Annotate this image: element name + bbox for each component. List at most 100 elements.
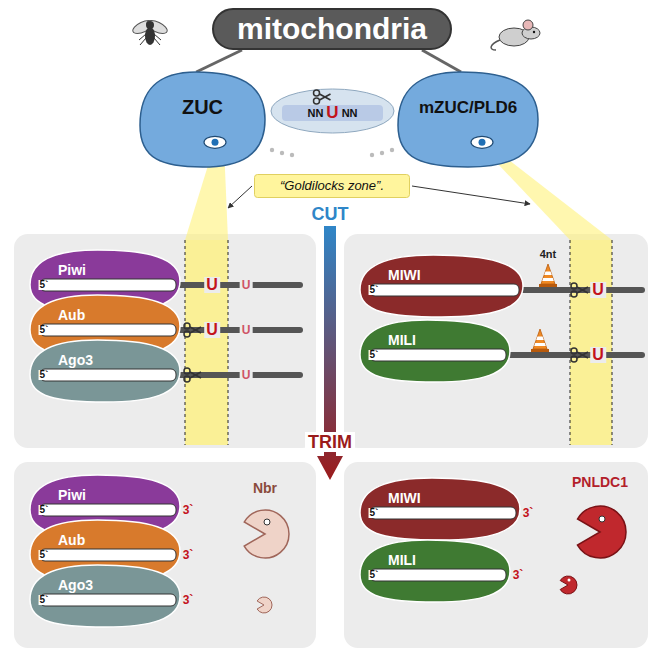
eye-iris [212,139,219,146]
rna-strand [40,369,176,381]
node-outline [360,255,523,317]
rna-strand [40,504,176,516]
node-text: NN [307,107,323,120]
node-outline [30,340,180,402]
node-text: Aub [58,307,85,323]
node-text: Piwi [58,487,86,503]
protein-shape [30,340,180,402]
node-text: NN [342,107,358,120]
protein-shape [360,255,523,317]
step-label: CUT [308,204,353,224]
enzyme-eye [599,516,605,522]
node-text: U [326,103,338,123]
end-label: 3` [523,507,534,519]
end-label: 3` [183,594,194,606]
node-text: PNLDC1 [572,474,628,490]
leader-arrow [412,186,530,204]
protein-shape [360,478,520,540]
protein-shape [360,540,510,602]
enzyme-eye [568,579,571,582]
piwi-protein: Ago3 [30,340,180,402]
zone-border [185,240,612,445]
rna-strand [370,284,519,296]
rna-strand [40,279,176,291]
scissors-icon [314,90,331,104]
end-label: 5` [39,370,50,380]
pacman-shape [577,506,626,558]
nucleotide-label: U [240,369,253,381]
nucleotide-label: U [240,279,253,291]
node-text: MIWI [388,490,421,506]
node-text: Ago3 [58,352,93,368]
end-label: 5` [39,550,50,560]
nucleotide-label: U [204,322,220,338]
rna-strand [370,507,516,519]
nbr-fragment [257,597,272,613]
piwi-protein: MIWI [360,255,523,317]
fly-legs [139,34,161,45]
mouse-eye [533,31,535,33]
panel [344,234,648,448]
rna-strand [370,569,506,581]
end-label: 5` [39,505,50,515]
node-text: mitochondria [237,12,427,47]
blob-shape [140,72,265,167]
ellipse-shape [271,89,394,133]
node-outline [140,72,265,167]
panel [14,234,316,448]
node-text: Piwi [58,262,86,278]
trimmer-enzyme: Nbr [226,476,304,566]
nucleotide-label: U [590,282,606,298]
zone-label-box: “Goldilocks zone”. [254,174,410,198]
end-label: 5` [369,570,380,580]
eye-icon [471,136,493,148]
nucleotide-label: U [590,347,606,363]
eye-iris [479,139,486,146]
node-outline [360,540,510,602]
panel [14,462,316,648]
piwi-protein: MILI [360,320,510,382]
end-label: 3` [183,549,194,561]
piwi-protein: MIWI [360,478,520,540]
end-label: 5` [39,280,50,290]
rna-strand [40,594,176,606]
mouse-icon [491,20,540,50]
panel [344,462,648,648]
pacman-shape [244,510,289,558]
protein-shape [30,565,180,627]
nucleotide-label: U [204,277,220,293]
piwi-protein: Ago3 [30,565,180,627]
end-label: 3` [183,504,194,516]
pill-shape [213,9,451,49]
end-label: 5` [369,285,380,295]
mouse-ear [523,20,533,30]
zone-band [570,240,612,445]
step-label: TRIM [305,432,355,452]
piwi-protein: MILI [360,540,510,602]
organelle-box: mitochondria [212,8,452,50]
protein-shape [360,320,510,382]
end-label: 5` [39,325,50,335]
blob-shape [398,72,538,167]
distance-label: 4nt [540,249,557,260]
node-text: ZUC [182,96,223,119]
box-shape [255,175,410,198]
nucleotide-label: U [240,324,253,336]
trimmer-enzyme: PNLDC1 [556,470,644,565]
cleavage-site: NNUNN [270,88,395,134]
fly-head [146,21,154,29]
end-label: 3` [513,569,524,581]
node-text: Nbr [253,480,277,496]
fly-icon [131,18,169,45]
node-text: MILI [388,552,416,568]
zone-band [185,240,228,445]
node-text: MILI [388,332,416,348]
node-text: “Goldilocks zone”. [280,179,384,194]
end-label: 5` [369,350,380,360]
mouse-tail [491,40,500,50]
node-outline [398,72,538,167]
connector-line [196,50,242,72]
enzyme-blob: mZUC/PLD6 [398,72,538,167]
node-text: Ago3 [58,577,93,593]
